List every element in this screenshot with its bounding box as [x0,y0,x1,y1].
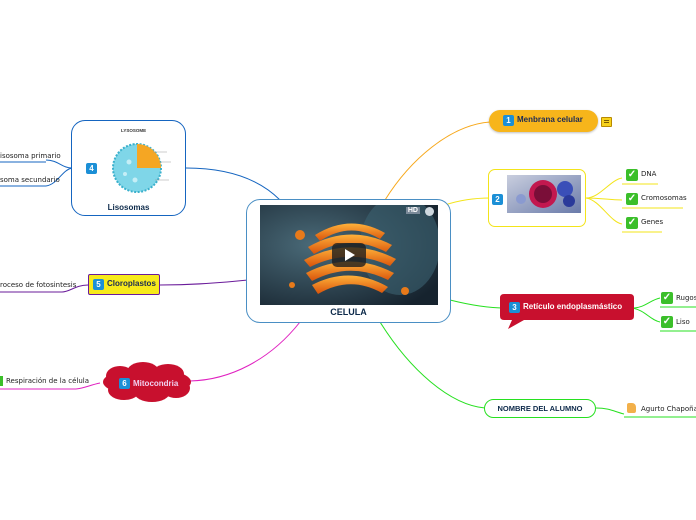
central-node[interactable]: HD CELULA [246,199,451,323]
leaf-genes: Genes [641,218,664,226]
leaf-rugoso: Rugoso [676,294,696,302]
branch-alumno [379,321,486,409]
hd-badge: HD [405,207,420,214]
mitocondria-node[interactable] [98,360,196,404]
cloroplastos-label: Cloroplastos [107,279,156,288]
leaf-lisosoma-secundario: soma secundario [0,176,60,184]
central-title: CELULA [330,307,367,317]
play-icon [345,249,355,261]
lisosomas-label: Lisosomas [107,203,150,212]
node-number: 4 [86,163,97,174]
node-number: 3 [509,302,520,313]
check-icon: ✓ [661,292,673,304]
branch-cloroplastos [159,279,249,286]
chromosome-image [507,175,581,213]
node-number: 1 [503,115,514,126]
node-number: 2 [492,194,503,205]
leaf-alumno-name: Agurto Chapoñan Di [641,405,696,413]
lisosomas-node[interactable]: 4 LYSOSOME Lisosomas [71,120,186,216]
branch-mitocondria [189,321,301,382]
check-icon: ✓ [626,217,638,229]
leaf-fotosintesis: roceso de fotosintesis [0,281,77,289]
membrana-node[interactable]: 1 Menbrana celular [489,110,598,132]
leaf-respiracion: Respiración de la célula [6,377,90,385]
branch-reticulo [449,299,506,309]
membrana-label: Menbrana celular [517,115,583,124]
branch-lisosomas [185,167,281,201]
alumno-node[interactable]: NOMBRE DEL ALUMNO [484,399,596,418]
image2-node[interactable]: 2 [488,169,586,227]
check-icon: ✓ [626,193,638,205]
branch-membrana [384,121,491,201]
lysosome-image-title: LYSOSOME [121,128,147,133]
cloroplastos-node[interactable]: 5 Cloroplastos [88,274,160,295]
leaf-liso: Liso [676,318,690,326]
alumno-label: NOMBRE DEL ALUMNO [497,404,583,413]
reticulo-node[interactable] [500,292,634,330]
check-icon: ✓ [661,316,673,328]
thumbs-up-icon [627,403,636,413]
leaf-lisosoma-primario: isosoma primario [0,152,61,160]
leaf-marker [0,376,3,386]
video-thumbnail[interactable]: HD [260,205,438,305]
leaf-cromosomas: Cromosomas [641,194,687,202]
play-button[interactable] [332,243,366,267]
lysosome-image: LYSOSOME [107,128,177,202]
settings-icon[interactable] [425,207,434,216]
leaf-dna: DNA [641,170,657,178]
reticulo-label: Retículo endoplasmástico [523,302,623,311]
check-icon: ✓ [626,169,638,181]
node-number: 5 [93,279,104,290]
notes-icon[interactable] [601,117,612,127]
branch-image2 [444,197,491,206]
mitocondria-label: Mitocondria [133,379,179,388]
node-number: 6 [119,378,130,389]
